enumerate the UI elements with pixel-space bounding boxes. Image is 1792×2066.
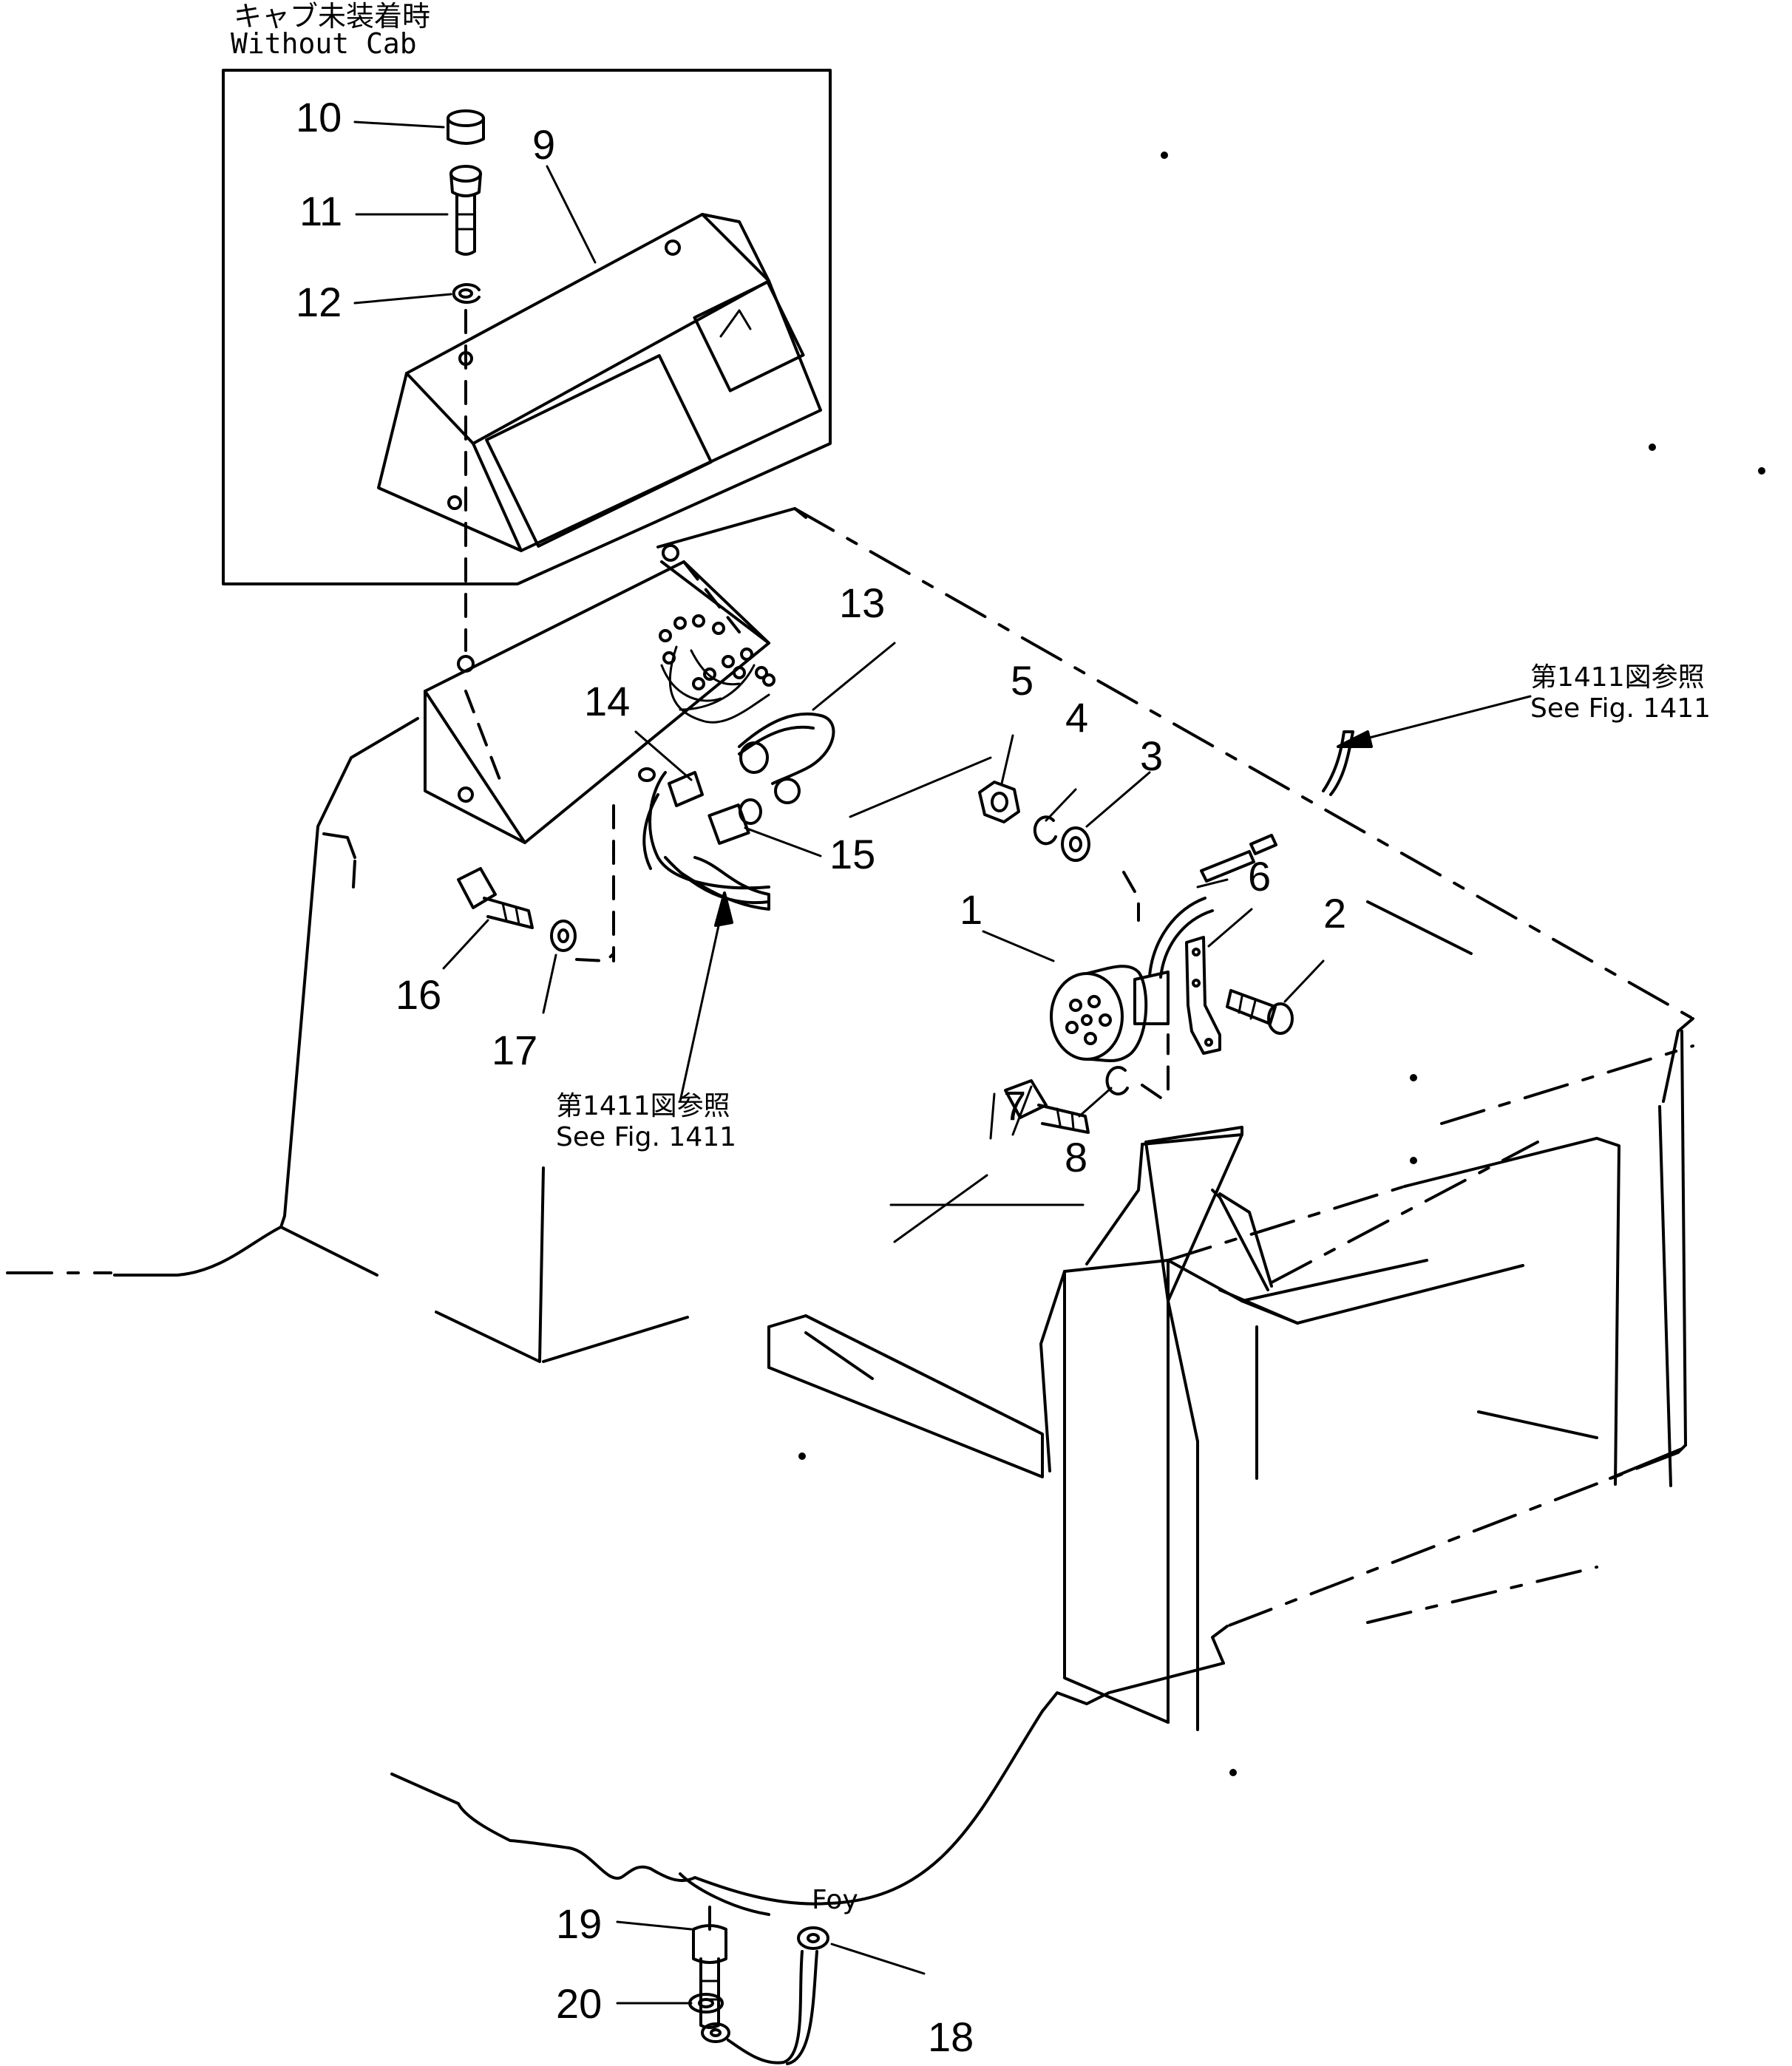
- inset-caption-jp: キャブ未装着時: [234, 0, 430, 33]
- bolt-7: [1004, 1079, 1090, 1134]
- clamp-15: [679, 798, 770, 911]
- part-number-9: 9: [532, 121, 555, 168]
- mark-text: Foy: [812, 1885, 858, 1915]
- part-number-20: 20: [556, 1980, 602, 2027]
- washer-17: [550, 920, 577, 952]
- instrument-hood-cover: [377, 213, 822, 552]
- bracket-6: [1185, 936, 1221, 1055]
- part-number-labels: 1 2 3 4 5 6 7 8 9 10 11 12 13 14 15 16 1…: [296, 94, 1346, 2060]
- cap-10: [447, 109, 485, 145]
- nut-5: [978, 781, 1020, 823]
- inset-caption-en: Without Cab: [231, 27, 417, 60]
- part-number-17: 17: [492, 1027, 537, 1073]
- part-number-8: 8: [1065, 1134, 1087, 1180]
- part-number-6: 6: [1248, 853, 1271, 900]
- part-number-13: 13: [839, 580, 885, 626]
- leaders: [353, 120, 1532, 2005]
- horn-1: [1050, 897, 1214, 1063]
- washer-3: [1061, 826, 1090, 862]
- inset-frame: [222, 69, 832, 585]
- part-number-10: 10: [296, 94, 342, 140]
- clamp-14: [612, 767, 770, 962]
- part-number-18: 18: [928, 2014, 974, 2060]
- harness-13: [738, 712, 835, 804]
- ref-left-jp: 第1411図参照: [556, 1091, 730, 1121]
- ref-left-en: See Fig. 1411: [556, 1122, 736, 1152]
- machine-body: Foy: [6, 152, 1765, 1916]
- part-number-5: 5: [1011, 657, 1034, 704]
- part-number-14: 14: [584, 678, 630, 724]
- bolt-2: [1226, 989, 1294, 1035]
- figure-reference-right: 第1411図参照 See Fig. 1411: [1530, 662, 1711, 724]
- part-number-3: 3: [1140, 733, 1163, 779]
- part-number-11: 11: [299, 188, 342, 234]
- bolt-16: [457, 867, 534, 929]
- part-number-15: 15: [829, 831, 875, 877]
- part-number-4: 4: [1065, 694, 1088, 741]
- ref-right-jp: 第1411図参照: [1530, 662, 1705, 693]
- part-number-2: 2: [1323, 890, 1346, 937]
- figure-reference-left: 第1411図参照 See Fig. 1411: [556, 1091, 736, 1152]
- ref-right-en: See Fig. 1411: [1530, 693, 1711, 724]
- connectors: [1196, 834, 1277, 888]
- instrument-panel-box: [424, 544, 775, 844]
- part-number-12: 12: [296, 279, 342, 325]
- without-cab-inset: キャブ未装着時 Without Cab: [222, 0, 832, 585]
- lock-washer-8: [1105, 1066, 1129, 1095]
- part-number-16: 16: [396, 971, 441, 1018]
- part-number-7: 7: [1003, 1082, 1026, 1129]
- lock-washer-4: [1033, 815, 1057, 846]
- part-number-19: 19: [556, 1900, 602, 1947]
- bolt-11: [449, 165, 482, 256]
- lock-washer-12: [452, 283, 481, 304]
- part-number-1: 1: [960, 886, 982, 933]
- ground-cable-18: [701, 1926, 829, 2065]
